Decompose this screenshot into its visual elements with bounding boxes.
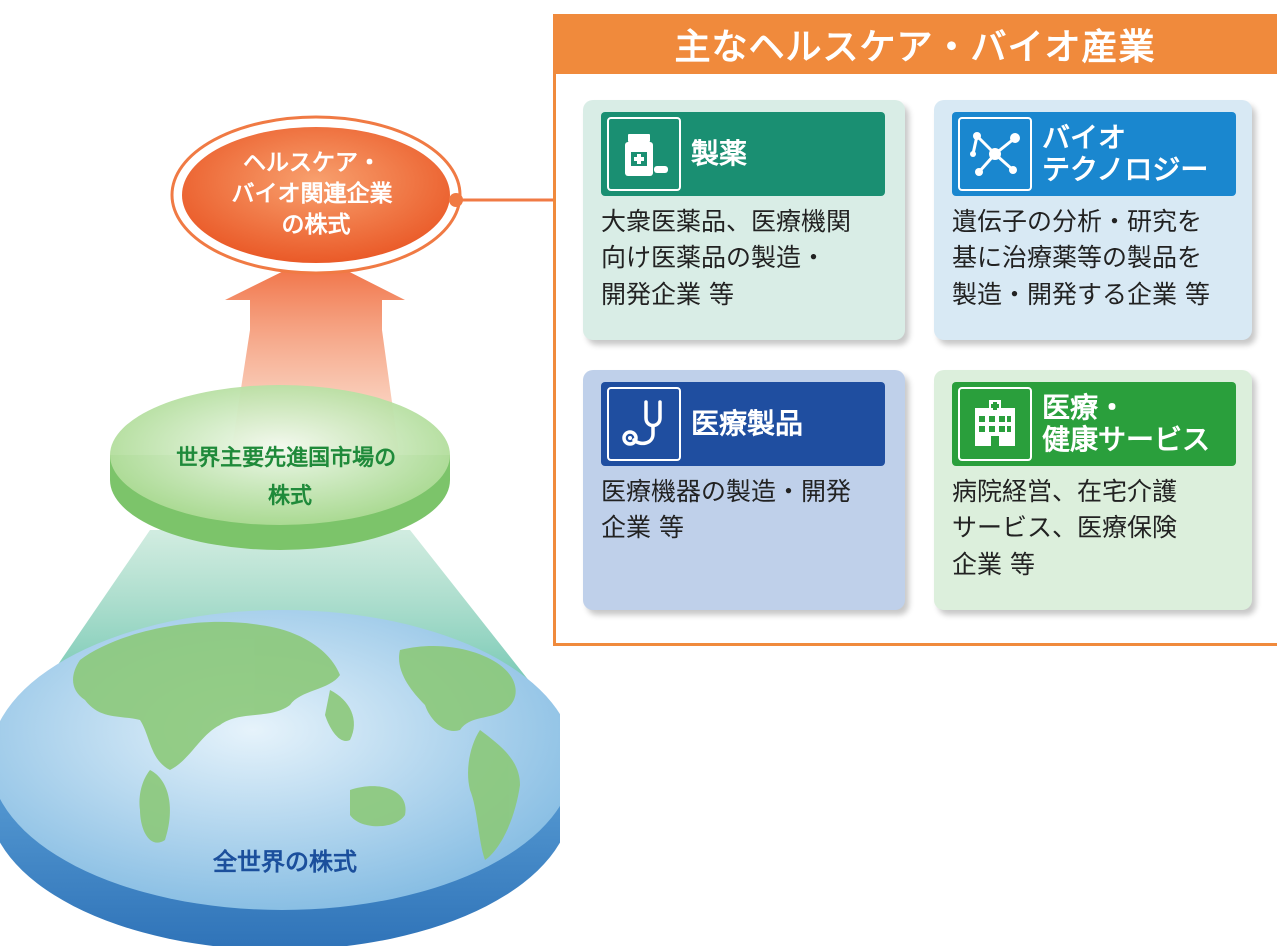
panel-title: 主なヘルスケア・バイオ産業 — [553, 14, 1277, 74]
card-health-services: 医療・ 健康サービス 病院経営、在宅介護 サービス、医療保険 企業 等 — [934, 370, 1252, 610]
card-title-line: バイオ — [1042, 120, 1127, 154]
card-description: 医療機器の製造・開発 企業 等 — [601, 474, 895, 547]
card-title-line: 医療製品 — [691, 406, 804, 440]
card-title: 医療・ 健康サービス — [1042, 390, 1211, 456]
desc-line: 向け医薬品の製造・ — [601, 243, 827, 273]
hospital-icon — [958, 387, 1032, 461]
desc-line: 企業 等 — [601, 513, 684, 543]
middle-label: 世界主要先進国市場の 株式 — [176, 445, 404, 509]
world-map — [73, 621, 520, 860]
card-title-bar: バイオ テクノロジー — [952, 112, 1236, 196]
desc-line: 開発企業 等 — [601, 279, 734, 309]
card-title-line: 医療・ — [1042, 390, 1127, 424]
desc-line: 大衆医薬品、医療機関 — [601, 207, 852, 236]
card-title: バイオ テクノロジー — [1042, 120, 1209, 186]
desc-line: サービス、医療保険 — [952, 513, 1178, 543]
card-title-line: テクノロジー — [1042, 153, 1209, 186]
card-title-line: 製薬 — [691, 136, 748, 170]
desc-line: 企業 等 — [952, 549, 1035, 579]
top-label: ヘルスケア・ バイオ関連企業 の株式 — [231, 150, 400, 238]
top-label-line: バイオ関連企業 — [231, 180, 393, 207]
desc-line: 医療機器の製造・開発 — [601, 477, 852, 506]
top-label-line: の株式 — [282, 212, 351, 238]
market-pyramid-diagram: ヘルスケア・ バイオ関連企業 の株式 世界主要先進国市場の 株式 全世界の株式 — [0, 115, 560, 946]
desc-line: 基に治療薬等の製品を — [952, 243, 1203, 273]
molecule-icon — [958, 117, 1032, 191]
middle-label-line: 株式 — [268, 484, 312, 509]
card-title-bar: 医療製品 — [601, 382, 885, 466]
card-title: 医療製品 — [691, 406, 804, 440]
top-oval — [182, 127, 450, 263]
card-title-bar: 医療・ 健康サービス — [952, 382, 1236, 466]
card-biotech: バイオ テクノロジー 遺伝子の分析・研究を 基に治療薬等の製品を 製造・開発する… — [934, 100, 1252, 340]
middle-disc-top — [110, 385, 450, 525]
middle-label-line: 世界主要先進国市場の — [176, 445, 396, 471]
card-medical-device: 医療製品 医療機器の製造・開発 企業 等 — [583, 370, 905, 610]
card-description: 大衆医薬品、医療機関 向け医薬品の製造・ 開発企業 等 — [601, 204, 895, 313]
desc-line: 遺伝子の分析・研究を — [952, 207, 1203, 236]
desc-line: 病院経営、在宅介護 — [952, 477, 1178, 506]
card-title-bar: 製薬 — [601, 112, 885, 196]
top-label-line: ヘルスケア・ — [243, 150, 381, 176]
card-pharma: 製薬 大衆医薬品、医療機関 向け医薬品の製造・ 開発企業 等 — [583, 100, 905, 340]
medicine-bottle-icon — [607, 117, 681, 191]
stethoscope-icon — [607, 387, 681, 461]
bottom-label: 全世界の株式 — [212, 848, 357, 876]
desc-line: 製造・開発する企業 等 — [952, 279, 1210, 309]
card-title-line: 健康サービス — [1042, 423, 1211, 456]
card-description: 病院経営、在宅介護 サービス、医療保険 企業 等 — [952, 474, 1246, 583]
card-title: 製薬 — [691, 136, 748, 170]
card-description: 遺伝子の分析・研究を 基に治療薬等の製品を 製造・開発する企業 等 — [952, 204, 1246, 313]
